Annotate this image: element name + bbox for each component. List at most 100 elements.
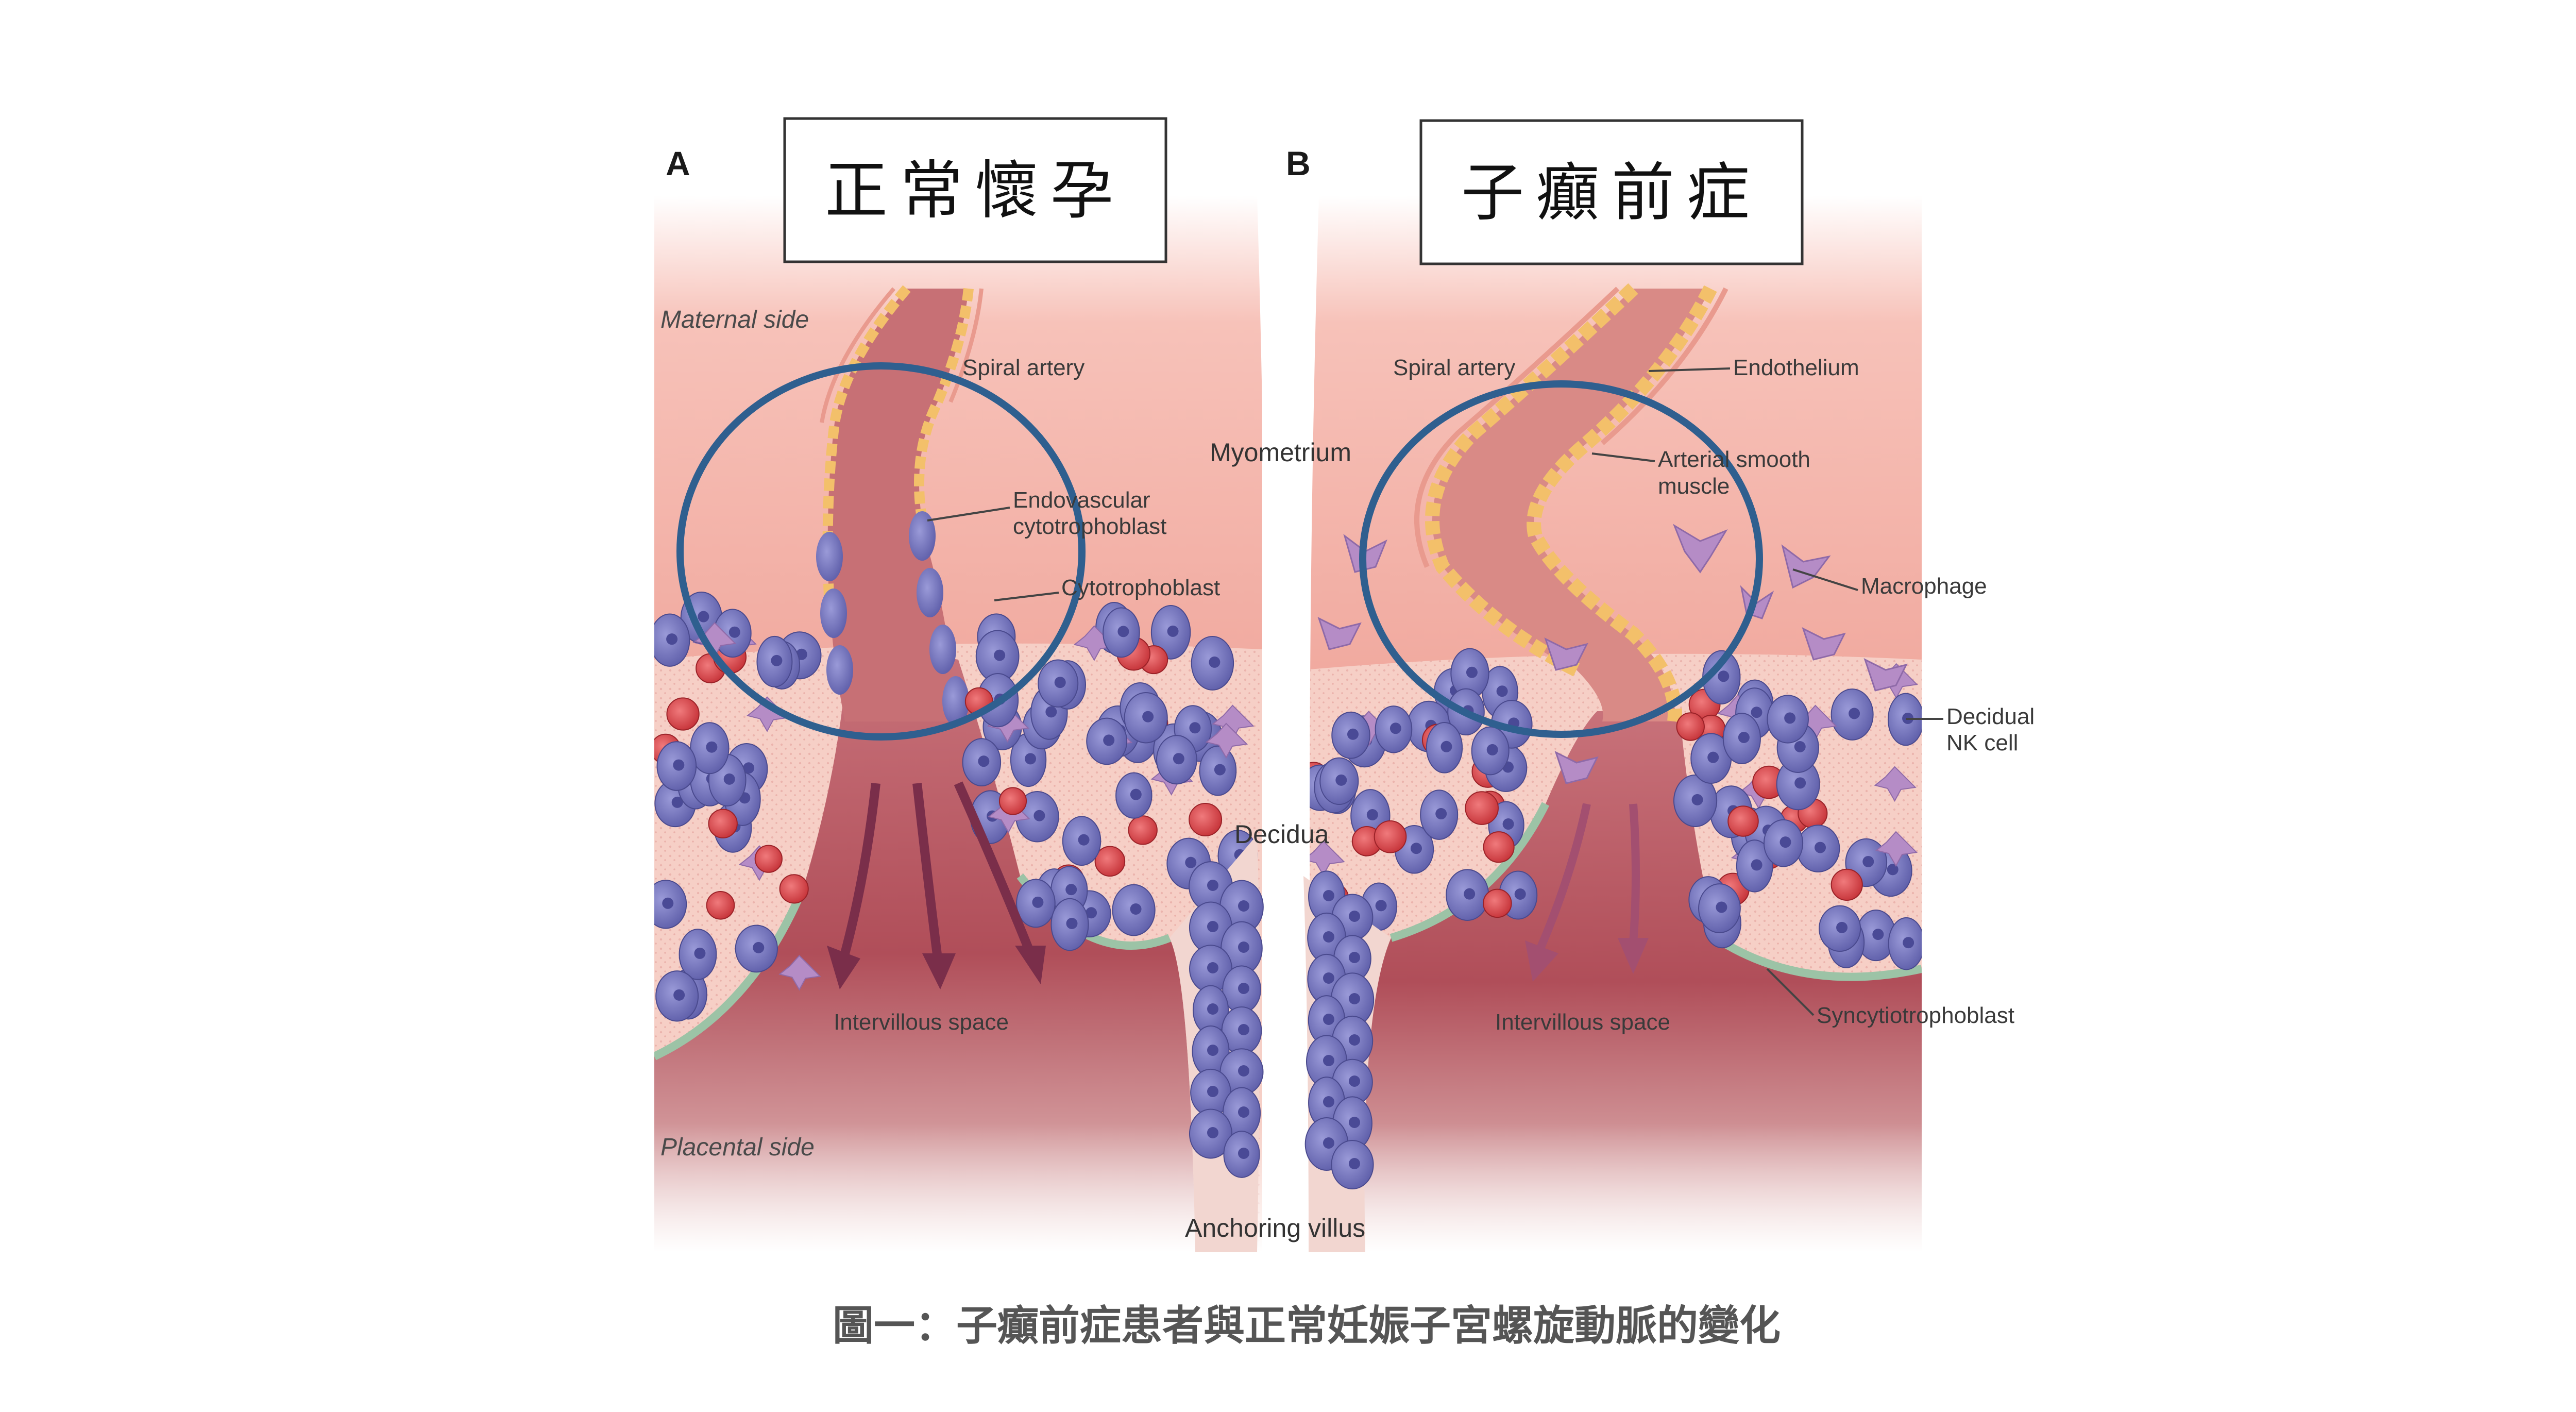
panel-b [1303,196,1922,1252]
label-a-spiral-artery: Spiral artery [962,355,1084,380]
cell-nucleus [1323,972,1334,984]
cell-nucleus [1502,818,1514,830]
cell-nucleus [1349,1117,1360,1128]
cell-nucleus [1349,911,1360,922]
label-b-intervillous: Intervillous space [1495,1010,1670,1035]
nk-cell [1189,803,1223,837]
cell-nucleus [1514,888,1526,900]
panel-b-flow-arrows [1536,803,1640,950]
cell-nucleus [1323,1137,1334,1149]
cell-nucleus [671,796,683,808]
label-macrophage: Macrophage [1861,574,1987,599]
label-endovascular-2: cytotrophoblast [1013,514,1166,539]
cell-nucleus [1086,907,1097,919]
panel-a-letter: A [666,144,690,182]
cell-nucleus [1238,942,1249,953]
cell-nucleus [1496,685,1508,697]
panel-b-highlight-circle [1359,380,1763,738]
cell-nucleus [728,626,740,638]
macrophage-cell [1875,831,1918,867]
cell-nucleus [1751,707,1762,718]
cell-nucleus [1214,764,1226,776]
cell-nucleus [1464,888,1476,900]
macrophage-cell [778,954,821,991]
cell-nucleus [1691,794,1703,805]
label-endovascular-1: Endovascular [1013,488,1150,513]
cell-nucleus [673,759,685,771]
cell-nucleus [1207,921,1218,932]
cell-nucleus [1066,917,1078,929]
cell-nucleus [771,654,783,666]
cell-nucleus [1185,856,1197,868]
cell-nucleus [1349,952,1360,963]
cell-nucleus [1872,929,1884,940]
cell-nucleus [1410,843,1422,854]
label-decidual-2: NK cell [1946,730,2018,755]
cell-nucleus [1486,744,1498,755]
cell-nucleus [1349,993,1360,1004]
cell-nucleus [1707,751,1719,763]
panel-a [654,196,1262,1252]
macrophage-cell [1205,722,1248,759]
cell-nucleus [978,755,990,767]
panel-b-spiral-artery [1432,289,1710,721]
cell-nucleus [994,649,1006,661]
cell-nucleus [1238,983,1249,994]
panel-a-title-box: 正常懷孕 [783,117,1167,263]
nk-cell [1831,868,1863,901]
label-arterial-2: muscle [1658,474,1730,499]
nk-cell [1094,846,1126,877]
figure-caption: 圖一：子癲前症患者與正常妊娠子宮螺旋動脈的變化 [833,1302,1781,1350]
label-endothelium: Endothelium [1733,355,1859,380]
label-placental-side: Placental side [660,1134,815,1161]
panel-a-title: 正常懷孕 [825,154,1126,227]
label-arterial-1: Arterial smooth [1658,447,1810,472]
cell-nucleus [753,942,765,953]
cell-nucleus [1130,788,1142,800]
cell-nucleus [1167,625,1179,637]
cell-nucleus [1335,774,1347,786]
cell-nucleus [743,762,755,774]
label-b-spiral-artery: Spiral artery [1393,355,1515,380]
cell-nucleus [1347,728,1359,740]
label-anchoring-villus: Anchoring villus [1185,1214,1365,1242]
cell-nucleus [1887,864,1899,876]
cell-nucleus [1716,901,1727,913]
nk-cell [708,809,738,838]
cell-nucleus [1323,1096,1334,1107]
nk-cell [1128,815,1158,845]
cell-nucleus [666,633,678,645]
cell-nucleus [1323,931,1334,943]
label-myometrium: Myometrium [1210,438,1351,467]
anchoring-villus-cells [1189,861,1375,1190]
cell-nucleus [1032,896,1044,908]
cell-nucleus [1207,1045,1218,1056]
cell-nucleus [1189,722,1201,734]
cell-nucleus [1207,880,1218,891]
cell-nucleus [1323,890,1334,901]
panel-b-letter: B [1286,144,1311,182]
label-cytotrophoblast: Cytotrophoblast [1061,575,1220,600]
label-decidua: Decidua [1234,820,1329,849]
cell-nucleus [1209,656,1221,668]
cell-nucleus [1375,900,1387,912]
cell-nucleus [694,947,706,959]
cell-nucleus [1815,842,1826,853]
cell-nucleus [1207,1003,1218,1015]
cell-nucleus [1349,1158,1360,1169]
cell-nucleus [1142,711,1154,722]
nk-cell [1374,820,1407,853]
cell-nucleus [1751,859,1762,871]
nk-cell [666,697,700,731]
cell-nucleus [1794,741,1806,752]
nk-cell [779,874,809,904]
cell-nucleus [723,773,735,785]
cell-nucleus [1738,732,1750,744]
cell-nucleus [1238,1024,1249,1035]
nk-cell [1483,831,1515,863]
cell-nucleus [1045,706,1057,718]
cell-nucleus [1078,834,1090,846]
nk-cell [1465,791,1499,825]
cell-nucleus [1366,809,1378,821]
